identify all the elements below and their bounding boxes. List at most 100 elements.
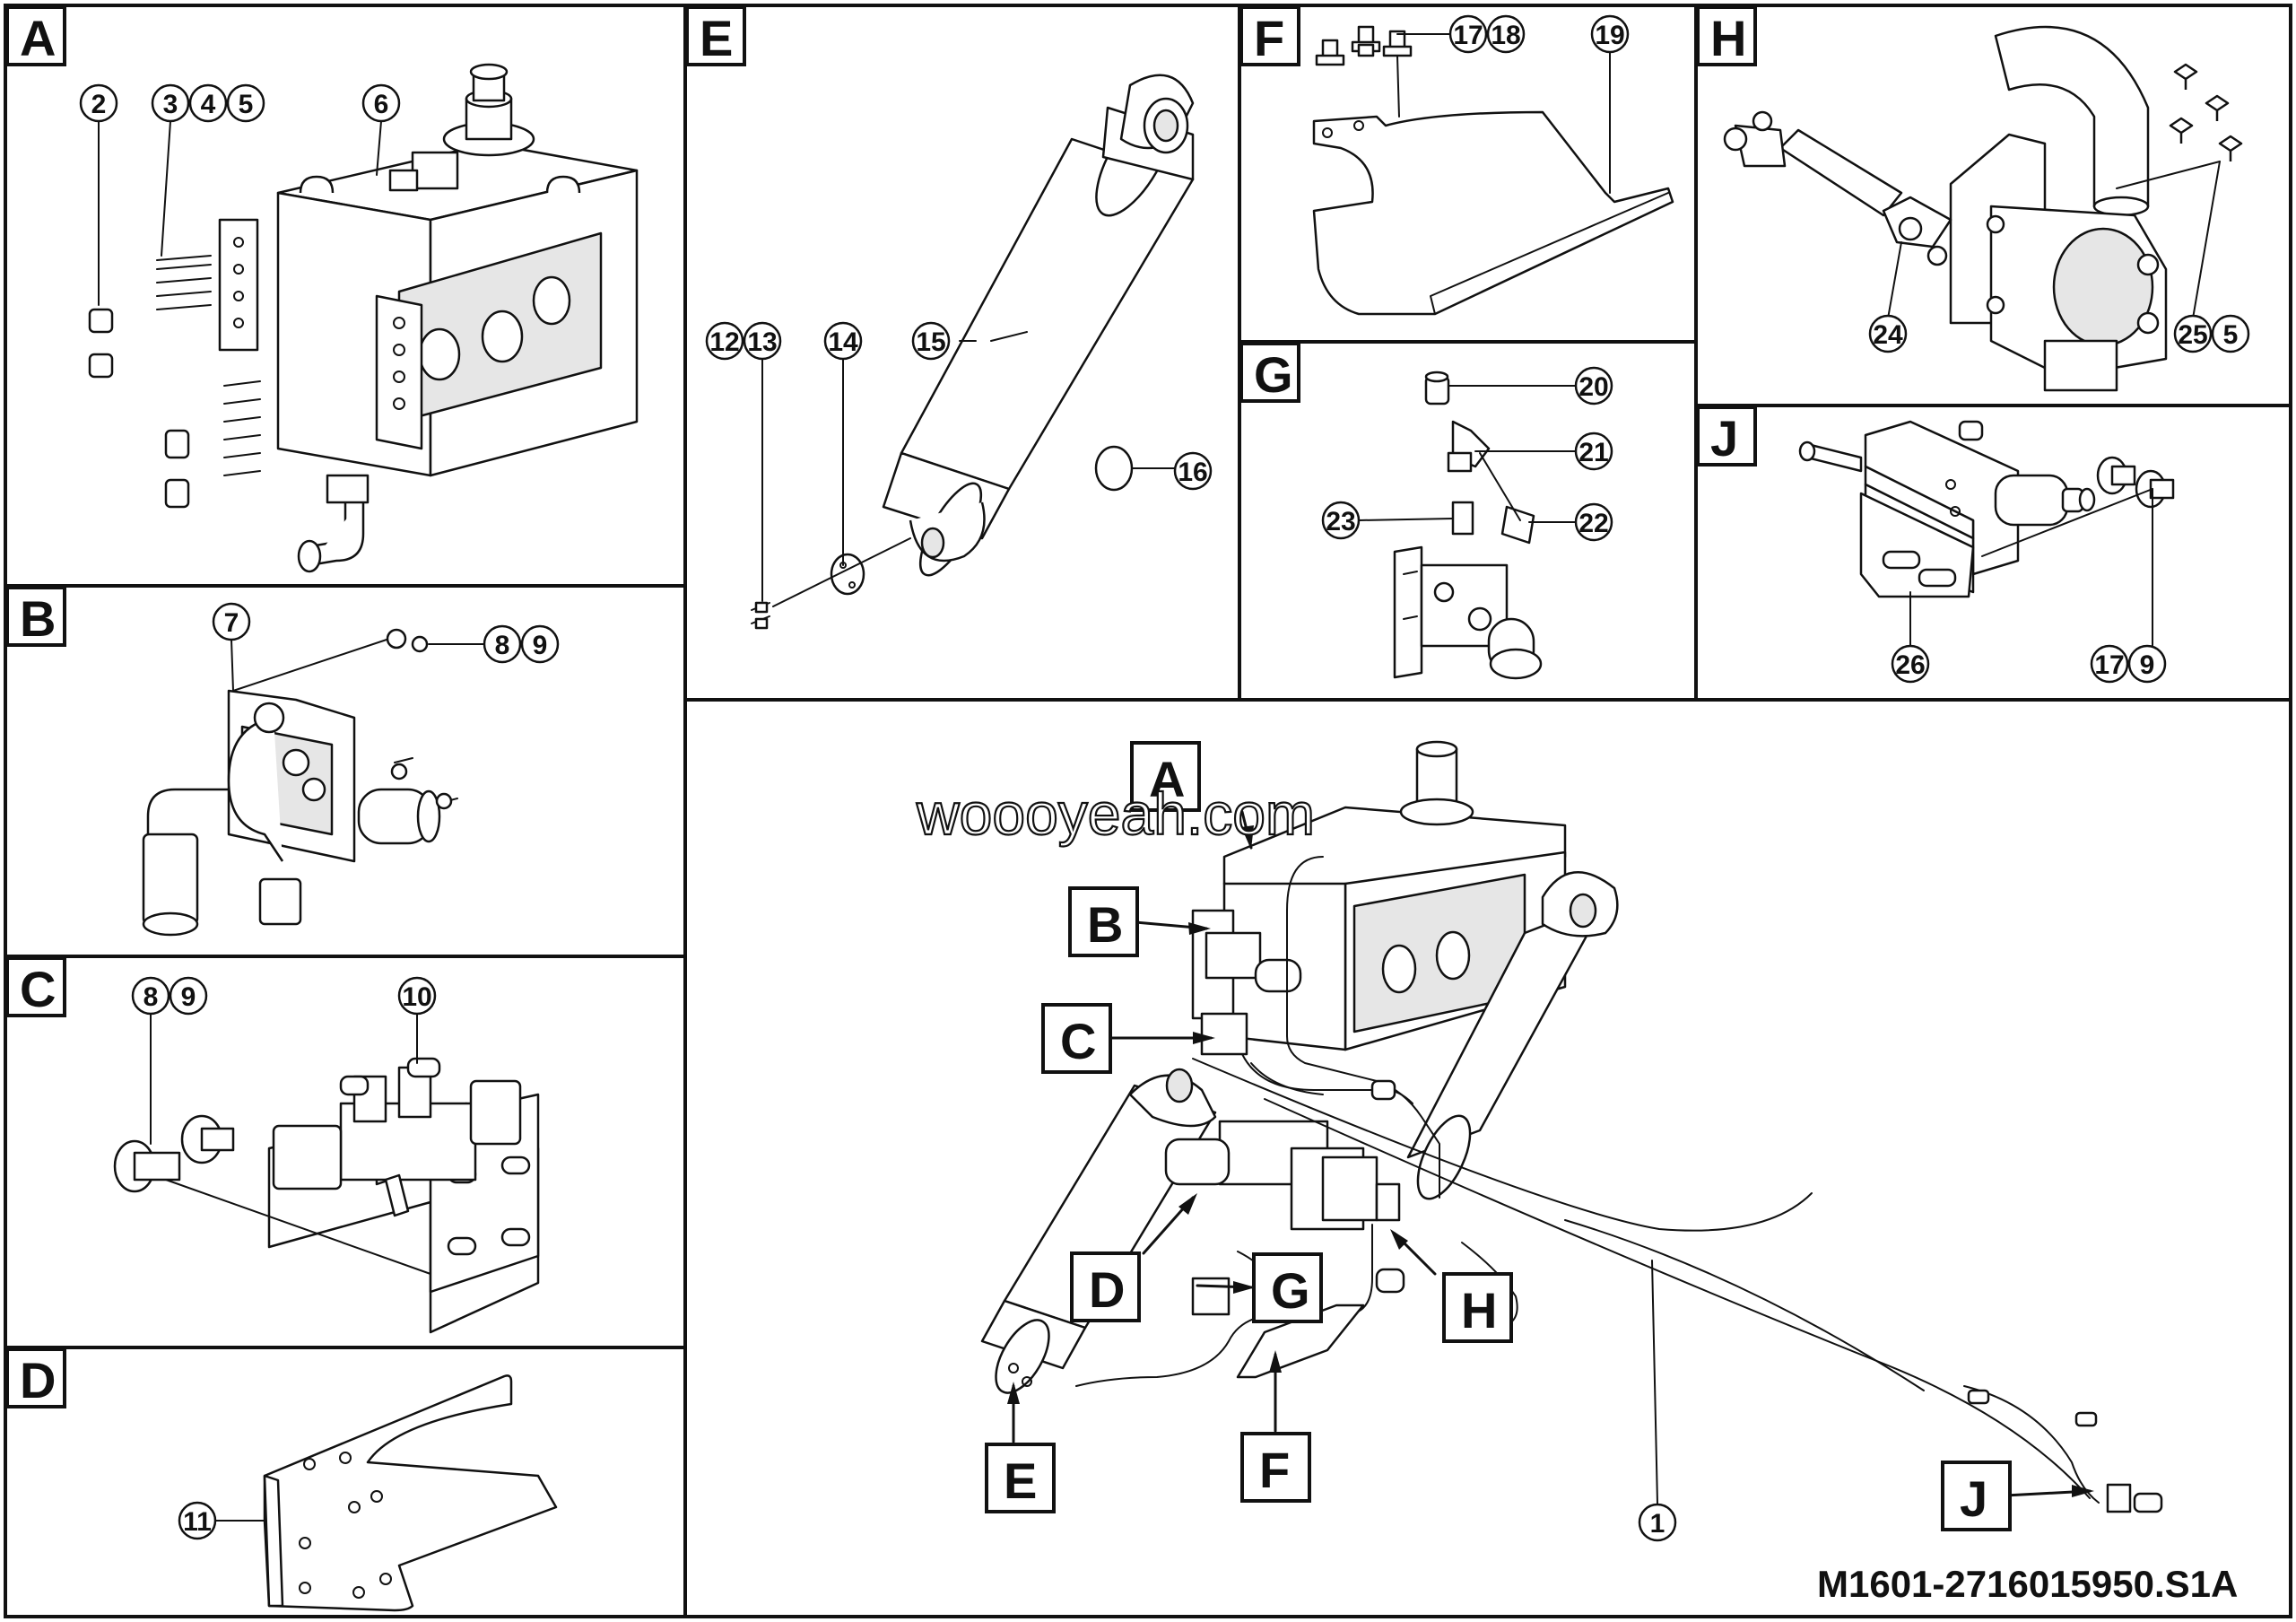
callout-26-label: 26 <box>1895 650 1925 680</box>
overview-tag-g: G <box>1252 1252 1323 1323</box>
hydraulic-cylinder-drawing <box>751 74 1195 630</box>
callout-12: 12 <box>705 321 744 361</box>
panel-h: H 24 <box>1696 5 2250 392</box>
panel-a: A <box>5 5 639 573</box>
callout-14-label: 14 <box>828 327 858 357</box>
shield-plate-drawing <box>1312 25 1674 316</box>
callout-17-j: 17 <box>2090 644 2129 684</box>
callout-2: 2 <box>79 83 118 123</box>
callout-10: 10 <box>397 976 437 1016</box>
callout-19: 19 <box>1590 14 1630 54</box>
callout-8-c: 8 <box>131 976 170 1016</box>
callout-2-label: 2 <box>91 90 107 119</box>
callout-21-label: 21 <box>1578 438 1608 467</box>
callout-9-j: 9 <box>2127 644 2167 684</box>
panel-f-tag: F <box>1239 5 1300 66</box>
overview-tag-h-label: H <box>1461 1282 1497 1339</box>
callout-9-j-label: 9 <box>2140 650 2155 680</box>
panel-g-tag: G <box>1239 342 1300 403</box>
callout-9-c: 9 <box>169 976 208 1016</box>
callout-5-h: 5 <box>2211 314 2250 353</box>
callout-16: 16 <box>1173 451 1213 491</box>
callout-5-label: 5 <box>239 90 254 119</box>
panel-g-tag-label: G <box>1254 346 1293 403</box>
panel-d-tag: D <box>5 1347 66 1408</box>
callout-20-label: 20 <box>1578 372 1608 402</box>
solenoid-bracket-drawing <box>1798 420 2175 598</box>
bracket-drawing <box>263 1374 558 1612</box>
panel-frames <box>4 4 2292 1618</box>
overview-tag-e-label: E <box>1004 1452 1037 1509</box>
callout-5: 5 <box>226 83 265 123</box>
panel-c-tag-label: C <box>20 961 56 1017</box>
callout-24: 24 <box>1868 314 1908 353</box>
callout-13: 13 <box>743 321 782 361</box>
callout-17: 17 <box>1448 14 1488 54</box>
callout-9-c-label: 9 <box>181 982 196 1012</box>
fittings-drawing <box>1393 371 1543 680</box>
overview-tag-c-label: C <box>1060 1013 1096 1069</box>
overview-tag-f-label: F <box>1259 1442 1290 1498</box>
callout-23-label: 23 <box>1326 507 1355 536</box>
solenoid-valve-drawing <box>113 1057 540 1334</box>
callout-19-label: 19 <box>1595 21 1624 50</box>
callout-22-label: 22 <box>1578 509 1608 538</box>
overview-drawing <box>980 740 2163 1513</box>
callout-18: 18 <box>1486 14 1526 54</box>
callout-22: 22 <box>1574 502 1613 542</box>
panel-f-tag-label: F <box>1254 10 1284 66</box>
panel-h-tag-label: H <box>1710 10 1746 66</box>
overview-tag-g-label: G <box>1271 1262 1310 1319</box>
callout-9-label: 9 <box>533 631 548 660</box>
callout-12-label: 12 <box>709 327 739 357</box>
overview-tag-j: J <box>1941 1461 2012 1531</box>
panel-e-tag: E <box>685 5 746 66</box>
overview-tag-f: F <box>1240 1432 1311 1503</box>
callout-16-label: 16 <box>1178 458 1207 487</box>
panel-j-tag-label: J <box>1710 410 1738 467</box>
hydraulic-tank-drawing <box>88 63 639 573</box>
callout-21: 21 <box>1574 432 1613 471</box>
overview-tag-e: E <box>985 1443 1056 1513</box>
panel-h-tag: H <box>1696 5 1757 66</box>
callout-7-label: 7 <box>224 608 239 638</box>
panel-b: B 7 8 <box>5 586 560 937</box>
overview-tag-c: C <box>1041 1003 1112 1074</box>
callout-20: 20 <box>1574 366 1613 406</box>
overview-tag-d: D <box>1070 1251 1141 1322</box>
callout-24-label: 24 <box>1873 320 1903 350</box>
valve-block-drawing <box>142 689 458 937</box>
callout-6-label: 6 <box>374 90 389 119</box>
callout-8-label: 8 <box>495 631 510 660</box>
overview-assembly: A B C D E F G H <box>980 740 2163 1542</box>
callout-25: 25 <box>2173 314 2213 353</box>
callout-4-label: 4 <box>201 90 216 119</box>
callout-11-label: 11 <box>183 1507 212 1537</box>
callout-9: 9 <box>520 624 560 664</box>
callout-1: 1 <box>1638 1503 1677 1542</box>
callout-5-h-label: 5 <box>2223 320 2239 350</box>
callout-25-label: 25 <box>2178 320 2207 350</box>
callout-13-label: 13 <box>747 327 777 357</box>
drawing-number: M1601-2716015950.S1A <box>1817 1563 2238 1605</box>
panel-e-tag-label: E <box>700 10 733 66</box>
watermark-text: woooyeah.com <box>916 780 1315 847</box>
callout-18-label: 18 <box>1491 21 1520 50</box>
panel-e: E 12 <box>685 5 1213 630</box>
callout-15: 15 <box>911 321 951 361</box>
overview-tag-a-label: A <box>1149 751 1185 807</box>
callout-17-j-label: 17 <box>2094 650 2124 680</box>
overview-tag-d-label: D <box>1089 1261 1125 1318</box>
callout-26: 26 <box>1891 644 1930 684</box>
callout-8: 8 <box>483 624 522 664</box>
panel-j-tag: J <box>1696 406 1757 467</box>
panel-b-tag: B <box>5 586 66 647</box>
panel-b-tag-label: B <box>20 590 56 647</box>
callout-8-c-label: 8 <box>144 982 159 1012</box>
panel-g: G 20 21 <box>1239 342 1613 680</box>
callout-7: 7 <box>212 602 251 641</box>
callout-6: 6 <box>361 83 401 123</box>
panel-c: C 8 <box>5 956 540 1334</box>
panel-f: F 17 18 19 <box>1239 5 1674 316</box>
callout-14: 14 <box>823 321 863 361</box>
